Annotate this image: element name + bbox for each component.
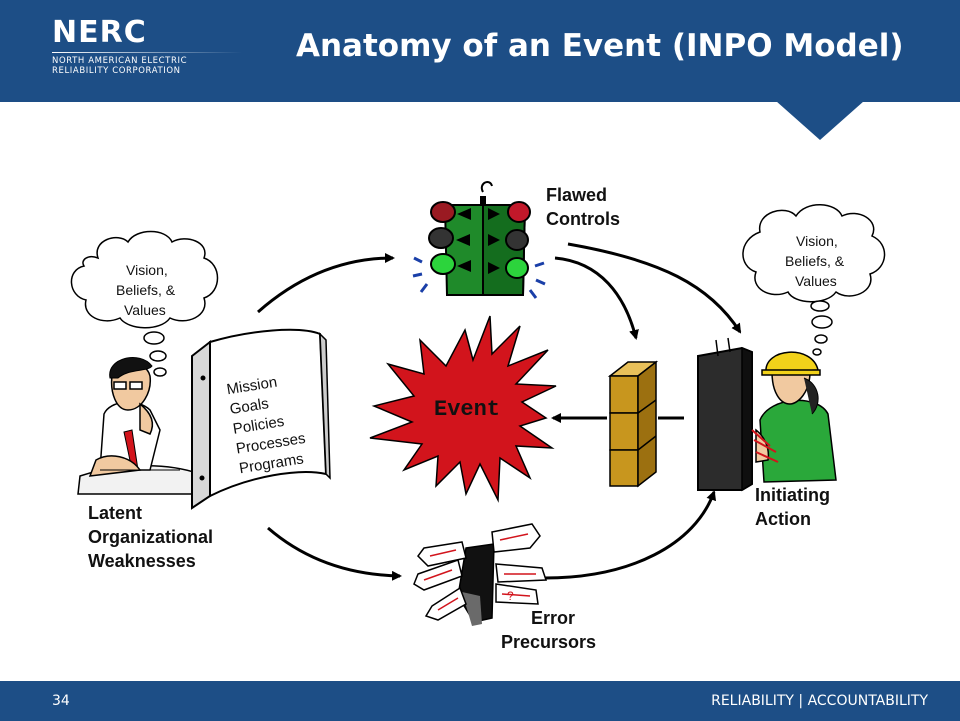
flawed-controls-line1: Flawed <box>546 185 607 205</box>
traffic-light-icon <box>412 181 546 299</box>
slide-header: NERC NORTH AMERICAN ELECTRIC RELIABILITY… <box>0 0 960 102</box>
thought-cloud-left <box>70 230 219 377</box>
logo-text: NERC <box>52 15 147 50</box>
latent-line2: Organizational <box>88 527 213 547</box>
logo-underline <box>52 52 242 53</box>
worried-man-illustration <box>77 357 201 495</box>
signpost-icon: ? <box>413 523 548 626</box>
signpost-question-mark: ? <box>507 589 514 603</box>
binder-item-goals: Goals <box>229 395 270 418</box>
policy-binder-icon <box>191 328 331 510</box>
arrow-precursors-to-action <box>544 490 716 580</box>
defense-wall-icon <box>607 360 659 488</box>
nerc-logo: NERC NORTH AMERICAN ELECTRIC RELIABILITY… <box>52 15 242 76</box>
arrow-latent-to-precursors <box>267 526 402 581</box>
thought-right-line3: Values <box>795 273 837 289</box>
footer-tagline: RELIABILITY | ACCOUNTABILITY <box>711 693 928 709</box>
header-notch <box>776 101 864 140</box>
arrow-controls-to-action <box>567 242 742 334</box>
initiating-action-line1: Initiating <box>755 485 830 505</box>
arrow-controls-to-wall <box>554 256 639 340</box>
latent-line3: Weaknesses <box>88 551 196 571</box>
initiating-action-line2: Action <box>755 509 811 529</box>
arrow-latent-to-controls <box>257 253 395 314</box>
logo-subtitle-line2: RELIABILITY CORPORATION <box>52 66 181 76</box>
thought-right-line2: Beliefs, & <box>785 253 845 269</box>
thought-left-line2: Beliefs, & <box>116 282 176 298</box>
event-splat-icon <box>369 315 557 503</box>
thought-right-line1: Vision, <box>796 233 838 249</box>
slide-footer: 34 RELIABILITY | ACCOUNTABILITY <box>0 681 960 721</box>
field-worker-illustration <box>697 337 837 492</box>
error-precursors-line2: Precursors <box>501 632 596 652</box>
event-label: Event <box>434 397 500 422</box>
thought-left-line1: Vision, <box>126 262 168 278</box>
error-precursors-line1: Error <box>531 608 575 628</box>
flawed-controls-line2: Controls <box>546 209 620 229</box>
page-number: 34 <box>52 693 70 709</box>
thought-left-line3: Values <box>124 302 166 318</box>
logo-subtitle-line1: NORTH AMERICAN ELECTRIC <box>52 56 188 66</box>
slide-title: Anatomy of an Event (INPO Model) <box>296 28 904 64</box>
thought-cloud-right <box>742 204 886 356</box>
latent-line1: Latent <box>88 503 142 523</box>
logo-subtitle: NORTH AMERICAN ELECTRIC RELIABILITY CORP… <box>52 56 187 76</box>
